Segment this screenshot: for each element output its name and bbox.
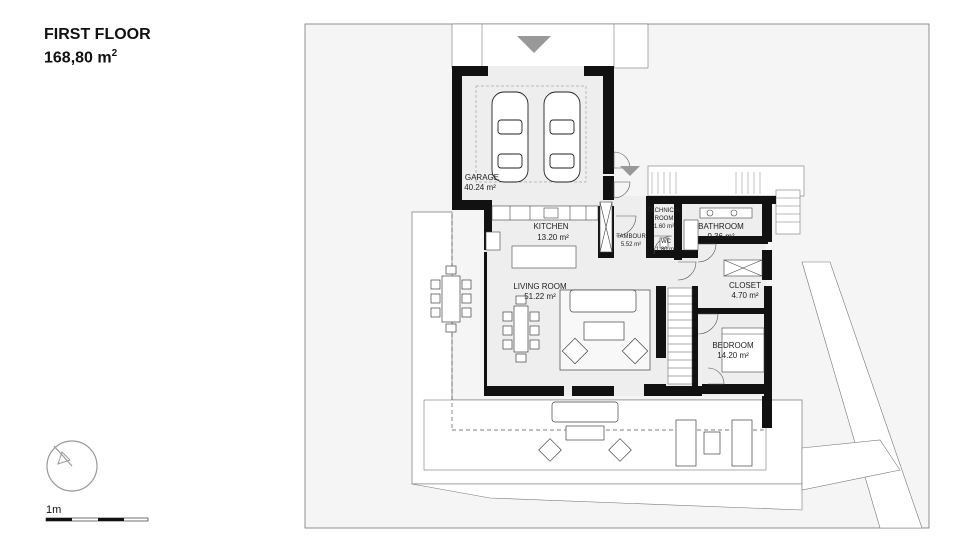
garage-cars (475, 85, 587, 183)
lounger (675, 419, 697, 467)
kitchen-area: 13.20 m² (537, 233, 569, 242)
living-room-area: 51.22 m² (524, 292, 556, 301)
bedroom-label: BEDROOM (712, 341, 754, 350)
kitchen-label: KITCHEN (533, 222, 568, 231)
total-area: 168,80 m2 (44, 48, 117, 67)
walls (452, 66, 776, 428)
entry-arrow-icon (517, 36, 551, 53)
private-fixtures (599, 201, 765, 373)
scale-label: 1m (46, 504, 62, 516)
garage-label: GARAGE (465, 173, 499, 182)
kitchen-island (511, 245, 577, 269)
wc-area: 1.80 m² (656, 247, 676, 253)
driveway (451, 23, 649, 69)
side-slope (647, 165, 923, 529)
outdoor-table (441, 275, 461, 323)
closet-area: 4.70 m² (731, 291, 758, 300)
cooktop-icon (543, 207, 559, 219)
doors (613, 151, 725, 385)
door-arrow-icon (620, 166, 640, 176)
area-unit-superscript: 2 (111, 48, 118, 59)
vanity (699, 207, 753, 219)
bathroom-area: 9.36 m² (707, 232, 734, 241)
coffee-table (583, 321, 625, 341)
north-arrow-icon (46, 440, 98, 492)
car-icon (543, 91, 581, 183)
kitchen-fixtures (485, 205, 599, 269)
plan-title: FIRST FLOOR (44, 26, 151, 43)
total-area-value: 168,80 m (44, 49, 112, 67)
lounger (731, 419, 753, 467)
living-furniture (502, 289, 651, 371)
wc-label: WC (661, 239, 672, 245)
bathroom-label: BATHROOM (698, 222, 744, 231)
railing-segments (651, 172, 761, 194)
tambour-area: 5.52 m² (621, 242, 641, 248)
bathtub (683, 219, 699, 251)
living-room-label: LIVING ROOM (513, 282, 567, 291)
armchair (561, 337, 589, 365)
room-labels: GARAGE 40.24 m² KITCHEN 13.20 m² TAMBOUR… (464, 173, 761, 360)
exterior-stairs (775, 189, 801, 235)
garage-area: 40.24 m² (464, 183, 496, 192)
closet-label: CLOSET (729, 281, 761, 290)
sofa (569, 289, 637, 313)
technical-room-area: 1.60 m² (654, 224, 674, 230)
dining-table (513, 305, 529, 353)
terrace-furniture (430, 265, 753, 467)
technical-room-label: TECHNICAL (647, 208, 682, 214)
car-icon (491, 91, 529, 183)
bedroom-area: 14.20 m² (717, 351, 749, 360)
technical-room-label-2: ROOM (655, 216, 674, 222)
tambour-label: TAMBOUR (616, 234, 646, 240)
bed (721, 327, 765, 373)
interior-stairs (667, 287, 693, 385)
scale-bar (45, 517, 149, 522)
outdoor-sofa (551, 401, 619, 423)
toilet (659, 237, 669, 249)
armchair (621, 337, 649, 365)
